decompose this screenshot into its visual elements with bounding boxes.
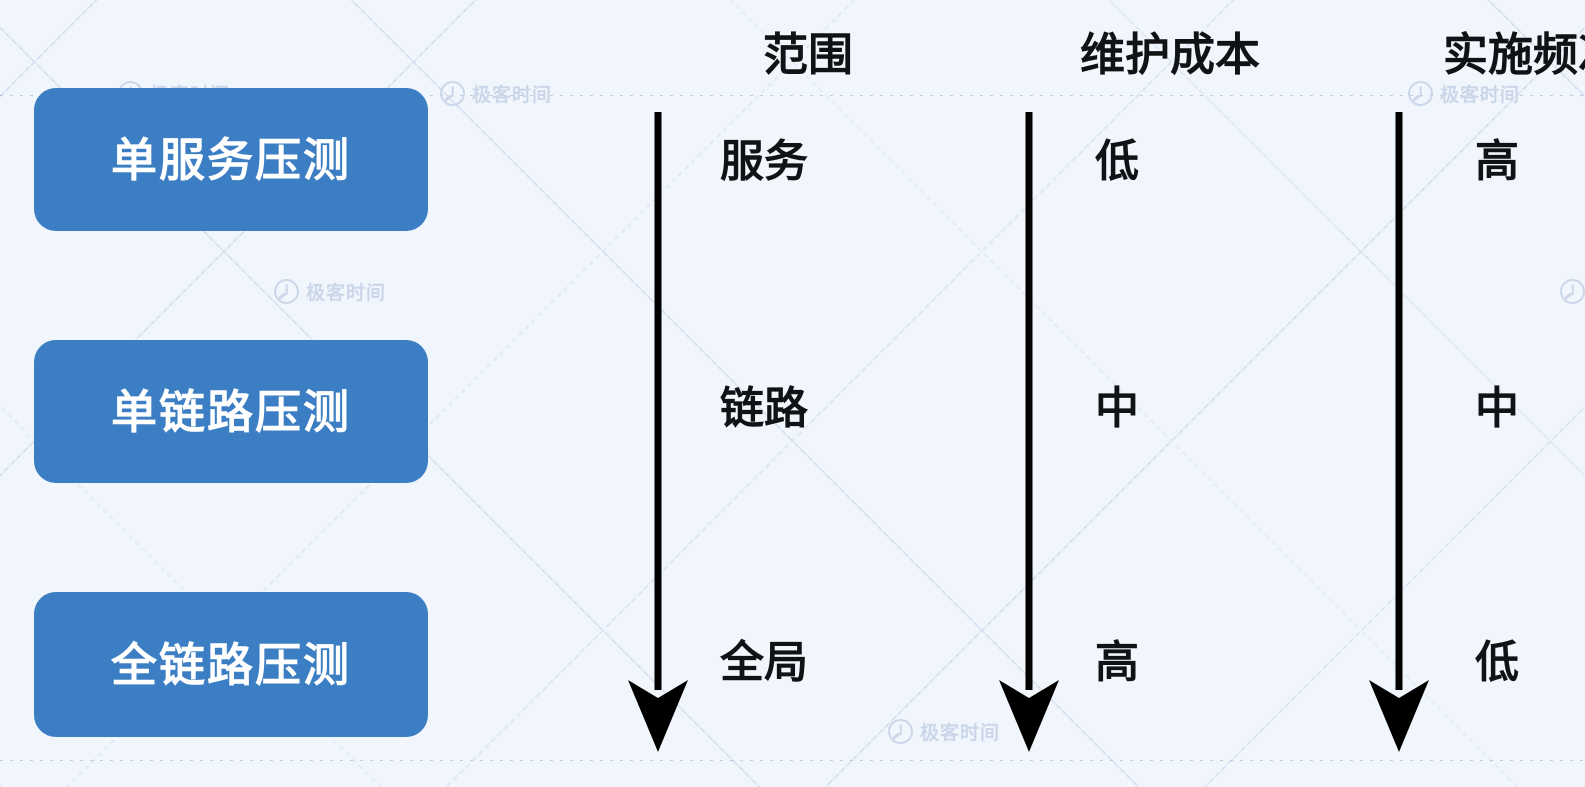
- column-header: 范围: [762, 29, 853, 80]
- down-arrow-icon: [622, 112, 694, 752]
- card-full-chain[interactable]: 全链路压测: [34, 592, 428, 737]
- column-value: 低: [1475, 638, 1519, 687]
- card-label: 单链路压测: [111, 385, 351, 438]
- watermark-text: 极客时间: [472, 85, 553, 106]
- watermark-text: 极客时间: [306, 283, 387, 304]
- column-value: 高: [1475, 137, 1519, 186]
- column-header: 实施频次: [1442, 29, 1585, 80]
- card-label: 单服务压测: [111, 133, 351, 186]
- down-arrow-icon: [993, 112, 1065, 752]
- column-value: 低: [1095, 137, 1139, 186]
- column-value: 中: [1475, 384, 1519, 433]
- card-label: 全链路压测: [111, 638, 351, 691]
- geektime-logo-icon: [274, 279, 299, 304]
- column-value: 链路: [720, 384, 808, 433]
- column-value: 高: [1095, 638, 1139, 687]
- card-single-service[interactable]: 单服务压测: [34, 88, 428, 231]
- card-single-chain[interactable]: 单链路压测: [34, 340, 428, 483]
- geektime-logo-icon: [440, 81, 465, 106]
- column-execution-frequency: 实施频次 高 中 低: [1275, 0, 1585, 787]
- column-maintenance-cost: 维护成本 低 中 高: [905, 0, 1260, 787]
- column-scope: 范围 服务 链路 全局: [560, 0, 860, 787]
- down-arrow-icon: [1363, 112, 1435, 752]
- column-value: 全局: [720, 638, 808, 687]
- column-header: 维护成本: [1079, 29, 1260, 80]
- watermark: 极客时间: [274, 278, 386, 305]
- watermark: 极客时间: [440, 80, 552, 107]
- column-value: 服务: [720, 137, 808, 186]
- column-value: 中: [1095, 384, 1139, 433]
